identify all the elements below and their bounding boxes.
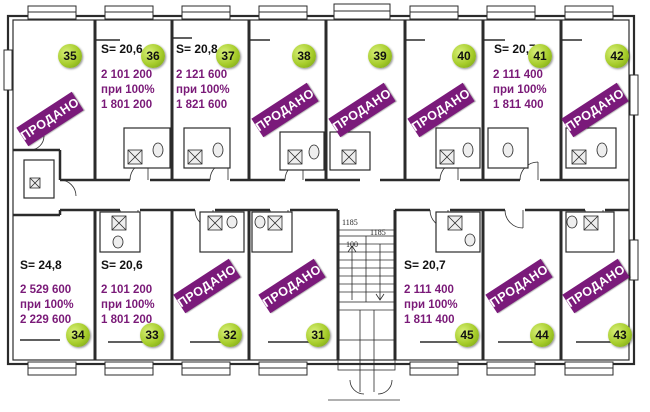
bathrooms [23, 127, 617, 253]
unit-34-area: S= 24,8 [20, 258, 62, 272]
outer-walls [6, 14, 636, 366]
unit-38-number-badge[interactable]: 38 [292, 44, 316, 68]
unit-33-area: S= 20,6 [101, 258, 143, 272]
unit-34-number-badge[interactable]: 34 [66, 323, 90, 347]
unit-33-number-badge[interactable]: 33 [140, 323, 164, 347]
stair-dimension-left: 1185 [342, 218, 358, 227]
partitions [93, 20, 563, 360]
unit-36-number-badge[interactable]: 36 [141, 44, 165, 68]
unit-36-price-note: при 100% [101, 84, 155, 96]
unit-41-price: 2 111 400 при 100% 1 811 400 [493, 68, 547, 113]
unit-39-number-badge[interactable]: 39 [368, 44, 392, 68]
windows-bottom [27, 361, 614, 376]
unit-37-price: 2 121 600 при 100% 1 821 600 [176, 68, 230, 113]
unit-41-number-badge[interactable]: 41 [528, 44, 552, 68]
unit-41-price-100: 1 811 400 [493, 99, 544, 111]
unit-34-price-100: 2 229 600 [20, 314, 72, 326]
unit-42-number-badge[interactable]: 42 [605, 44, 629, 68]
unit-33-price-note: при 100% [101, 299, 155, 311]
windows-side [3, 49, 639, 281]
unit-37-area: S= 20,8 [176, 42, 218, 56]
unit-32-number-badge[interactable]: 32 [218, 323, 242, 347]
unit-34-price: 2 529 600 при 100% 2 229 600 [20, 283, 74, 328]
unit-33-price-full: 2 101 200 [101, 284, 153, 296]
unit-41-price-full: 2 111 400 [493, 69, 543, 81]
unit-43-number-badge[interactable]: 43 [608, 323, 632, 347]
unit-36-price-full: 2 101 200 [101, 69, 153, 81]
fixtures [29, 142, 608, 249]
staircase [328, 229, 400, 401]
unit-45-price-note: при 100% [404, 299, 458, 311]
unit-37-price-note: при 100% [176, 84, 230, 96]
unit-36-price: 2 101 200 при 100% 1 801 200 [101, 68, 155, 113]
unit-34-price-full: 2 529 600 [20, 284, 72, 296]
unit-45-area: S= 20,7 [404, 258, 446, 272]
windows-top [27, 3, 614, 20]
unit-45-number-badge[interactable]: 45 [455, 323, 479, 347]
unit-41-area: S= 20,7 [494, 42, 536, 56]
unit-34-price-note: при 100% [20, 299, 74, 311]
unit-37-number-badge[interactable]: 37 [216, 44, 240, 68]
unit-45-price-full: 2 111 400 [404, 284, 454, 296]
unit-36-price-100: 1 801 200 [101, 99, 153, 111]
unit-44-number-badge[interactable]: 44 [530, 323, 554, 347]
unit-37-price-full: 2 121 600 [176, 69, 228, 81]
corridor-walls [13, 148, 629, 217]
unit-45-price-100: 1 811 400 [404, 314, 455, 326]
unit-37-price-100: 1 821 600 [176, 99, 228, 111]
stair-dimension-landing: 100 [346, 240, 358, 249]
unit-33-price-100: 1 801 200 [101, 314, 153, 326]
unit-40-number-badge[interactable]: 40 [452, 44, 476, 68]
stair-dimension-right: 1185 [370, 228, 386, 237]
unit-35-number-badge[interactable]: 35 [58, 44, 82, 68]
unit-33-price: 2 101 200 при 100% 1 801 200 [101, 283, 155, 328]
unit-31-number-badge[interactable]: 31 [306, 323, 330, 347]
unit-36-area: S= 20,6 [101, 42, 143, 56]
unit-41-price-note: при 100% [493, 84, 547, 96]
unit-45-price: 2 111 400 при 100% 1 811 400 [404, 283, 458, 328]
